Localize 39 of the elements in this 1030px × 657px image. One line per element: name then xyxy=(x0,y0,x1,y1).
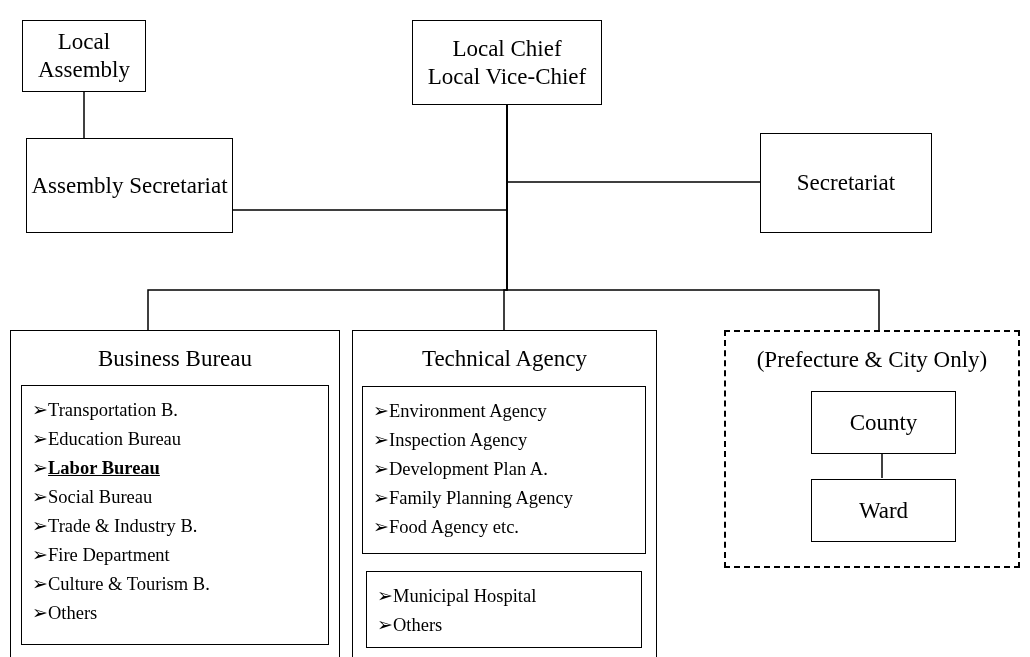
node-label: Secretariat xyxy=(795,169,897,197)
list-item: ➢Others xyxy=(377,614,443,637)
node-label: Assembly Secretariat xyxy=(30,171,229,200)
list-item: ➢Labor Bureau xyxy=(32,457,160,480)
list-item: ➢Municipal Hospital xyxy=(377,585,537,608)
panel-heading: Technical Agency xyxy=(421,345,588,373)
list-item: ➢Family Planning Agency xyxy=(373,487,573,510)
node-label: Ward xyxy=(857,496,910,525)
node-label: Local Assembly xyxy=(37,28,131,84)
node-label: Local Chief xyxy=(451,34,563,63)
list-item: ➢Education Bureau xyxy=(32,428,182,451)
node-label: Local Vice-Chief xyxy=(426,62,588,91)
executive-box xyxy=(412,20,602,105)
list-item: ➢Environment Agency xyxy=(373,400,547,423)
ward-box xyxy=(811,479,956,542)
county-box xyxy=(811,391,956,454)
list-item: ➢Transportation B. xyxy=(32,399,178,422)
list-box xyxy=(21,385,329,645)
bureau-panel xyxy=(10,330,340,657)
node-label: County xyxy=(848,408,919,437)
connector-line xyxy=(881,452,883,479)
dashed-group-box xyxy=(724,330,1020,568)
secretariat-box xyxy=(26,138,233,233)
list-box xyxy=(366,571,642,648)
panel-heading: Business Bureau xyxy=(98,345,252,373)
list-item: ➢Inspection Agency xyxy=(373,429,528,452)
connector-line xyxy=(83,91,85,139)
list-item: ➢Others xyxy=(32,602,98,625)
list-box xyxy=(362,386,646,554)
list-item: ➢Fire Department xyxy=(32,544,170,567)
list-item: ➢Development Plan A. xyxy=(373,458,548,481)
assembly-box xyxy=(22,20,146,92)
list-item: ➢Social Bureau xyxy=(32,486,153,509)
agency-panel xyxy=(352,330,657,657)
list-item: ➢Trade & Industry B. xyxy=(32,515,198,538)
panel-heading: (Prefecture & City Only) xyxy=(756,346,988,374)
list-item: ➢Culture & Tourism B. xyxy=(32,573,210,596)
list-item: ➢Food Agency etc. xyxy=(373,516,519,539)
secretariat-box xyxy=(760,133,932,233)
